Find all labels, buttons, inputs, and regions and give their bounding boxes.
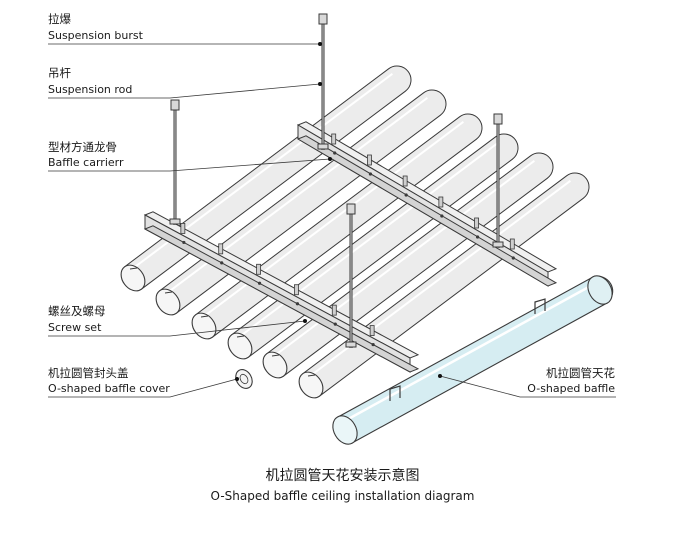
suspension-burst xyxy=(318,13,328,25)
label-baffle-carrier-zh: 型材方通龙骨 xyxy=(48,140,117,154)
screw-bolt xyxy=(474,217,479,229)
carrier-lip xyxy=(296,135,558,287)
leader-line xyxy=(438,374,616,398)
leader-path xyxy=(48,320,306,337)
screw-bolt xyxy=(367,154,372,166)
baffle-clip xyxy=(389,385,401,401)
o-baffle-end xyxy=(332,415,358,445)
screw-bolt xyxy=(294,284,299,296)
tube-slot xyxy=(164,291,173,294)
leader-dot xyxy=(438,374,442,378)
tube-body xyxy=(123,65,412,290)
leader-dot xyxy=(328,157,332,161)
label-suspension-rod-zh: 吊杆 xyxy=(48,66,71,80)
screw-hole xyxy=(404,193,408,197)
suspension-rod-1 xyxy=(317,13,329,150)
screw-hole xyxy=(182,240,186,245)
leader-line xyxy=(48,377,239,398)
screw-hole xyxy=(257,281,262,285)
o-baffle-highlight xyxy=(340,281,597,425)
leader-lines xyxy=(48,42,616,398)
screw-bolt xyxy=(256,263,261,275)
screw-bolt xyxy=(331,304,337,316)
screw-bolt xyxy=(331,133,337,145)
leader-line xyxy=(48,157,332,172)
leader-line xyxy=(48,319,307,337)
screw-hole xyxy=(475,235,480,239)
tube-end-cap xyxy=(155,288,181,316)
tube-end-cap xyxy=(120,264,146,292)
caption-zh: 机拉圆管天花安装示意图 xyxy=(265,468,420,484)
rod-nut xyxy=(317,143,329,150)
screw-bolt xyxy=(509,238,515,250)
suspension-rod-3 xyxy=(492,113,504,248)
screw-bolt xyxy=(438,196,444,208)
suspension-rod-2 xyxy=(169,99,181,225)
leader-path xyxy=(48,158,331,172)
tube-slot xyxy=(236,335,245,338)
leader-dot xyxy=(235,377,239,381)
label-baffle-cover-en: O-shaped baffle cover xyxy=(48,382,170,395)
leader-path xyxy=(48,83,321,99)
baffle-clip xyxy=(534,298,546,314)
screw-bolt xyxy=(218,243,224,255)
o-shaped-baffle-cover xyxy=(235,369,253,389)
tube-slot xyxy=(129,267,138,270)
baffle-carrier-back xyxy=(296,121,558,287)
label-screw-set-en: Screw set xyxy=(48,321,102,334)
tube-slot xyxy=(200,315,209,318)
rod-nut xyxy=(169,218,181,225)
label-o-baffle-en: O-shaped baffle xyxy=(527,382,615,395)
suspension-burst xyxy=(346,203,356,215)
leader-dot xyxy=(303,319,307,323)
o-baffle-far-end xyxy=(587,275,613,305)
rod-nut xyxy=(492,241,504,248)
tube-end-cap xyxy=(298,371,324,399)
leader-path xyxy=(48,378,238,398)
label-suspension-burst-zh: 拉爆 xyxy=(48,12,71,26)
tube-highlight xyxy=(269,160,535,360)
leader-line xyxy=(48,82,322,99)
label-suspension-rod-en: Suspension rod xyxy=(48,83,133,96)
suspension-rod-4 xyxy=(345,203,357,348)
tube-end-cap xyxy=(262,351,288,379)
label-suspension-burst-en: Suspension burst xyxy=(48,29,143,42)
cover-rim xyxy=(239,373,249,385)
label-baffle-cover-zh: 机拉圆管封头盖 xyxy=(48,366,129,380)
tube-highlight xyxy=(234,141,500,341)
screw-hole xyxy=(295,302,300,306)
cover-disc xyxy=(235,369,253,389)
leader-path xyxy=(439,375,616,398)
tube-end-cap xyxy=(191,312,217,340)
leader-dot xyxy=(318,42,322,46)
caption-en: O-Shaped baffle ceiling installation dia… xyxy=(210,489,475,503)
screw-hole xyxy=(333,151,337,155)
tube-slot xyxy=(307,374,316,377)
tube-slot xyxy=(271,354,280,357)
leader-line xyxy=(48,42,322,46)
screw-hole xyxy=(511,256,515,260)
tube-end-cap xyxy=(227,332,253,360)
label-baffle-carrier-en: Baffle carrierr xyxy=(48,156,124,169)
screw-hole xyxy=(440,214,444,218)
screw-hole xyxy=(371,342,375,347)
screw-hole xyxy=(368,172,373,176)
screw-bolt xyxy=(369,325,375,336)
screw-hole xyxy=(220,261,224,265)
suspension-burst xyxy=(493,113,503,125)
suspension-rods xyxy=(169,13,504,348)
o-shaped-baffle xyxy=(332,275,614,445)
screw-bolt xyxy=(180,223,186,234)
screw-bolt xyxy=(402,175,408,187)
leader-dot xyxy=(318,82,322,86)
tube-highlight xyxy=(198,121,464,321)
label-screw-set-zh: 螺丝及螺母 xyxy=(48,304,106,318)
highlight-parts xyxy=(235,275,614,445)
rod-nut xyxy=(345,341,357,348)
label-o-baffle-zh: 机拉圆管天花 xyxy=(546,366,615,380)
screw-hole xyxy=(333,322,337,326)
suspension-burst xyxy=(170,99,180,111)
